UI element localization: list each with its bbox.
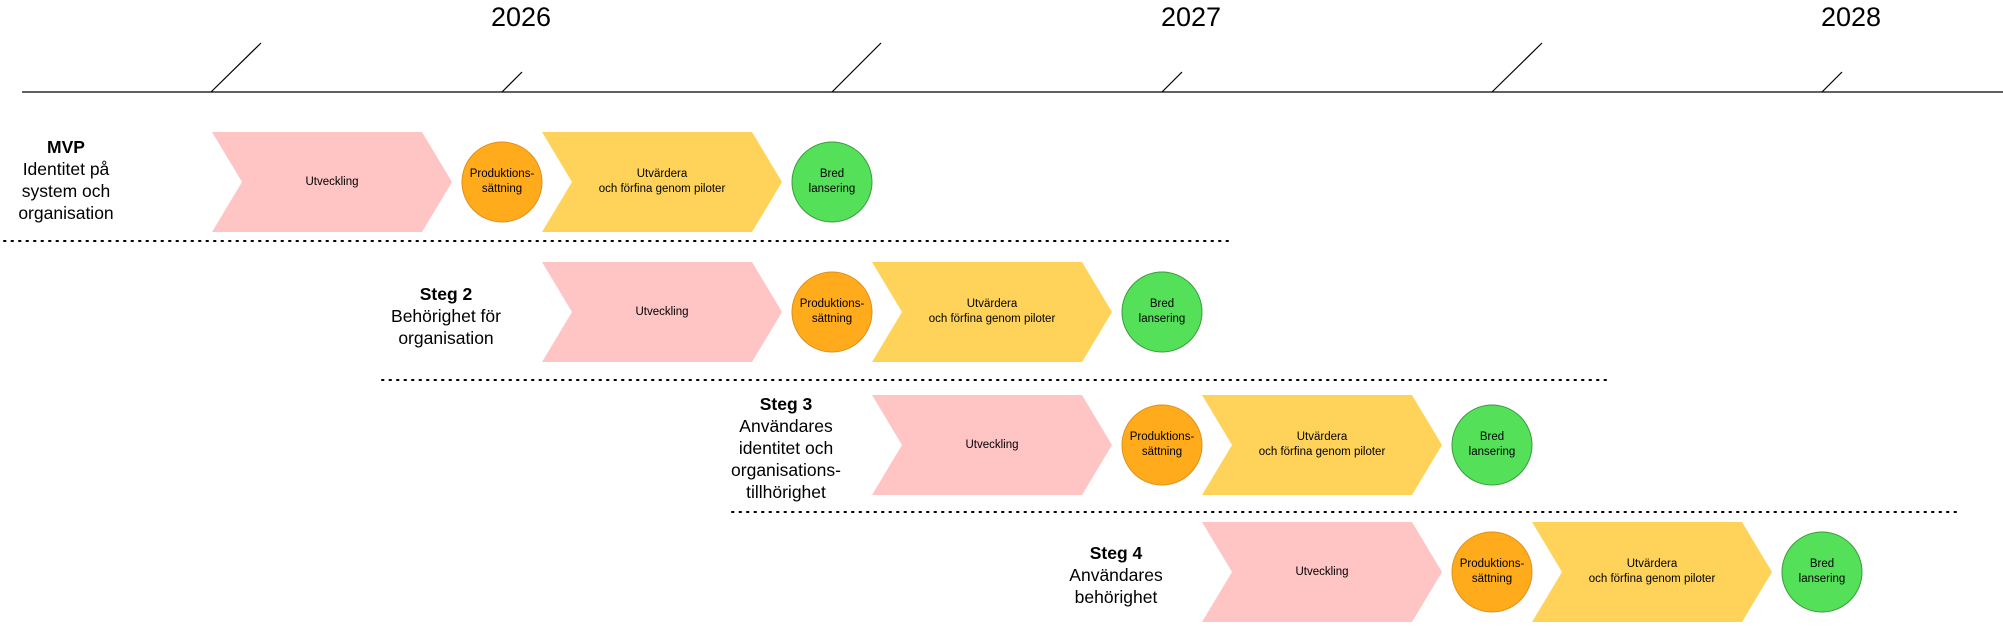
year-label-2028: 2028 bbox=[1821, 2, 1881, 32]
launch-circle bbox=[791, 141, 873, 223]
timeline-tick-major bbox=[210, 42, 262, 93]
production-label: Produktions- sättning bbox=[469, 168, 535, 195]
launch-label: Bred lansering bbox=[1138, 298, 1186, 325]
production-label: Produktions- sättning bbox=[1459, 558, 1525, 585]
development-chevron bbox=[1202, 522, 1442, 622]
timeline-tick-major bbox=[831, 42, 882, 93]
evaluate-label: Utvärdera och förfina genom piloter bbox=[928, 298, 1056, 325]
phase-title: Steg 3 bbox=[759, 394, 813, 414]
launch-label: Bred lansering bbox=[808, 168, 856, 195]
development-chevron bbox=[212, 132, 452, 232]
development-label: Utveckling bbox=[1295, 565, 1349, 578]
development-label: Utveckling bbox=[635, 305, 689, 318]
launch-circle bbox=[1121, 271, 1203, 353]
development-label: Utveckling bbox=[965, 438, 1019, 451]
row-separators bbox=[3, 240, 1961, 513]
development-chevron bbox=[872, 395, 1112, 495]
production-circle bbox=[461, 141, 543, 223]
timeline-tick-year bbox=[1161, 71, 1183, 93]
phase-shapes bbox=[212, 132, 1863, 622]
year-label-2026: 2026 bbox=[491, 2, 551, 32]
production-circle bbox=[1451, 531, 1533, 613]
launch-label: Bred lansering bbox=[1468, 431, 1516, 458]
phase-title: Steg 4 bbox=[1089, 543, 1143, 563]
evaluate-chevron bbox=[872, 262, 1112, 362]
evaluate-chevron bbox=[1532, 522, 1772, 622]
production-circle bbox=[1121, 404, 1203, 486]
phase-title: MVP bbox=[47, 137, 85, 157]
launch-circle bbox=[1781, 531, 1863, 613]
timeline-tick-major bbox=[1491, 42, 1543, 93]
timeline-tick-year bbox=[1821, 71, 1843, 93]
evaluate-label: Utvärdera och förfina genom piloter bbox=[1588, 558, 1716, 585]
production-label: Produktions- sättning bbox=[799, 298, 865, 325]
development-label: Utveckling bbox=[305, 175, 359, 188]
timeline-tick-year bbox=[501, 71, 523, 93]
development-chevron bbox=[542, 262, 782, 362]
phase-description: Behörighet för organisation bbox=[391, 306, 501, 348]
phase-description: Användares behörighet bbox=[1069, 565, 1163, 607]
phase-description: Identitet på system och organisation bbox=[18, 159, 114, 223]
launch-circle bbox=[1451, 404, 1533, 486]
timeline-axis: 2026 2027 2028 bbox=[22, 2, 2003, 93]
year-label-2027: 2027 bbox=[1161, 2, 1221, 32]
production-circle bbox=[791, 271, 873, 353]
launch-label: Bred lansering bbox=[1798, 558, 1846, 585]
phase-description: Användares identitet och organisations- … bbox=[731, 416, 841, 502]
evaluate-label: Utvärdera och förfina genom piloter bbox=[598, 168, 726, 195]
evaluate-chevron bbox=[1202, 395, 1442, 495]
evaluate-label: Utvärdera och förfina genom piloter bbox=[1258, 431, 1386, 458]
evaluate-chevron bbox=[542, 132, 782, 232]
phase-title: Steg 2 bbox=[419, 284, 473, 304]
production-label: Produktions- sättning bbox=[1129, 431, 1195, 458]
